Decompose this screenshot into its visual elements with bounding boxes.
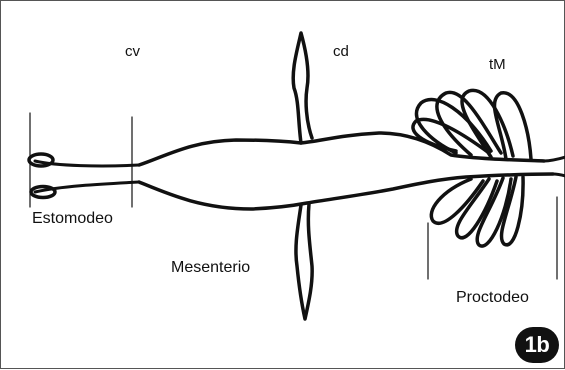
dorsal-caecum (293, 33, 312, 143)
label-estomodeo: Estomodeo (32, 211, 113, 227)
malpighian-tubules-upper (413, 90, 531, 159)
label-tm: tM (489, 57, 506, 72)
mouth-upper-lip (29, 154, 53, 166)
label-cv: cv (125, 44, 140, 59)
label-mesenterio: Mesenterio (171, 260, 250, 276)
label-proctodeo: Proctodeo (456, 290, 529, 306)
ventral-caecum (296, 204, 312, 319)
malpighian-tubules-lower (431, 177, 523, 246)
figure-badge: 1b (515, 327, 559, 363)
label-cd: cd (333, 44, 349, 59)
